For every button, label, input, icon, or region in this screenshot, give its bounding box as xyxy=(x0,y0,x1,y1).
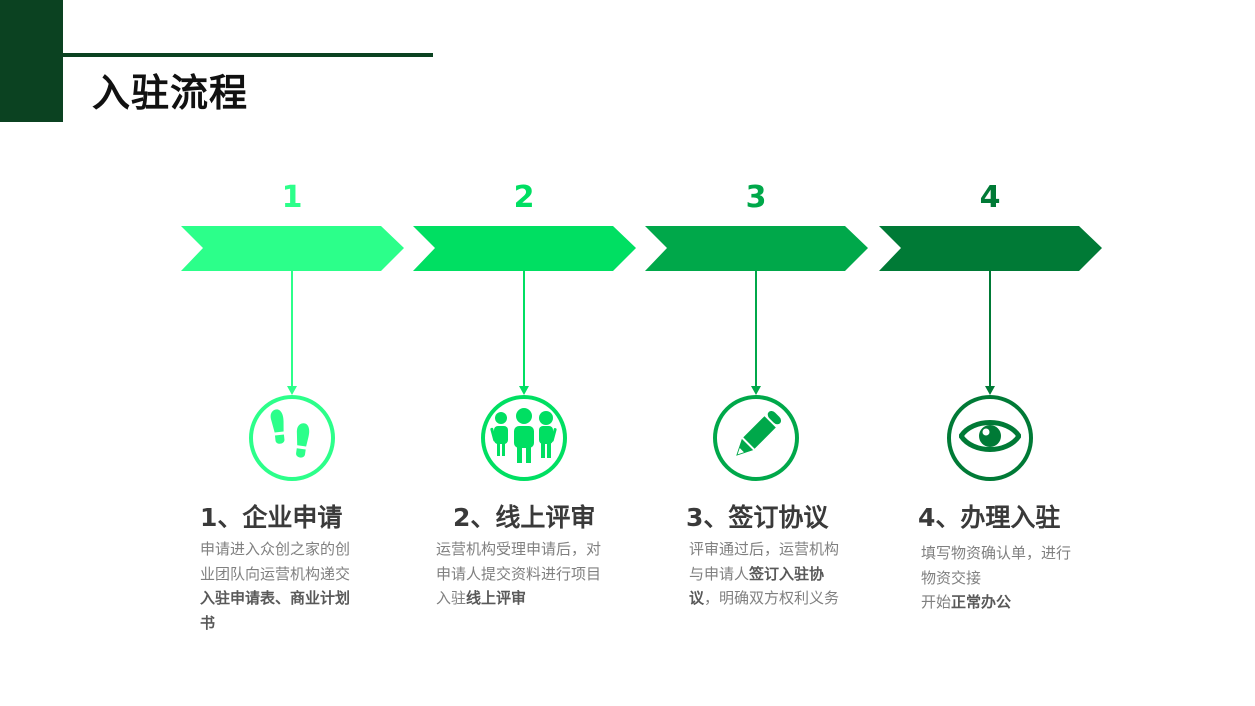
step-title: 2、线上评审 xyxy=(453,503,596,532)
step-1: 1 1、企业申请 申请进入众创之家的创业团队向运营机构递交入驻申请表、商业计划书 xyxy=(181,0,421,706)
icon-circle xyxy=(947,395,1033,481)
chevron-arrow xyxy=(181,226,404,271)
highlight-text: 签订入驻协议 xyxy=(689,564,825,608)
chevron-arrow xyxy=(879,226,1102,271)
highlight-text: 正常办公 xyxy=(951,593,1012,611)
arrow-head xyxy=(519,386,529,395)
step-description: 运营机构受理申请后，对申请人提交资料进行项目入驻线上评审 xyxy=(436,537,612,611)
step-title: 3、签订协议 xyxy=(686,503,829,532)
icon-circle xyxy=(249,395,335,481)
step-3: 3 3、签订协议 评审通过后，运营机构与申请人签订入驻协议，明确双方权利义务 xyxy=(645,0,885,706)
eye-icon xyxy=(957,416,1023,460)
step-title: 1、企业申请 xyxy=(200,503,343,532)
connector-line xyxy=(291,270,293,388)
step-4: 4 4、办理入驻 填写物资确认单，进行物资交接开始正常办公 xyxy=(879,0,1119,706)
connector-line xyxy=(755,270,757,388)
arrow-head xyxy=(287,386,297,395)
step-number: 3 xyxy=(745,180,767,215)
icon-circle xyxy=(713,395,799,481)
description-text: 开始 xyxy=(921,593,952,611)
description-text: 运营机构受理申请后，对申请人提交资料进行项目入驻 xyxy=(436,540,602,607)
step-number: 4 xyxy=(979,180,1001,215)
step-description: 评审通过后，运营机构与申请人签订入驻协议，明确双方权利义务 xyxy=(689,537,851,611)
arrow-head xyxy=(985,386,995,395)
step-number: 2 xyxy=(513,180,535,215)
step-description: 填写物资确认单，进行物资交接开始正常办公 xyxy=(921,541,1083,615)
page-title: 入驻流程 xyxy=(92,71,249,115)
footprints-icon xyxy=(267,406,317,470)
people-icon xyxy=(489,408,559,468)
chevron-arrow xyxy=(413,226,636,271)
header-line xyxy=(63,53,433,57)
highlight-text: 线上评审 xyxy=(466,589,527,607)
step-number: 1 xyxy=(281,180,303,215)
connector-line xyxy=(523,270,525,388)
step-description: 申请进入众创之家的创业团队向运营机构递交入驻申请表、商业计划书 xyxy=(200,537,362,635)
pencil-icon xyxy=(728,408,784,468)
description-text: ，明确双方权利义务 xyxy=(704,589,840,607)
icon-circle xyxy=(481,395,567,481)
step-title: 4、办理入驻 xyxy=(918,503,1061,532)
step-2: 2 2、线上评审 运营机构受理申请后，对申请人提交资料进行项目入驻线上评审 xyxy=(413,0,653,706)
description-text: 评审通过后，运营机构与申请人 xyxy=(689,540,840,583)
description-text: 填写物资确认单，进行物资交接 xyxy=(921,544,1072,587)
arrow-head xyxy=(751,386,761,395)
highlight-text: 入驻申请表、商业计划书 xyxy=(200,589,351,632)
connector-line xyxy=(989,270,991,388)
header-block xyxy=(0,0,63,122)
chevron-arrow xyxy=(645,226,868,271)
description-text: 申请进入众创之家的创业团队向运营机构递交 xyxy=(200,540,351,583)
